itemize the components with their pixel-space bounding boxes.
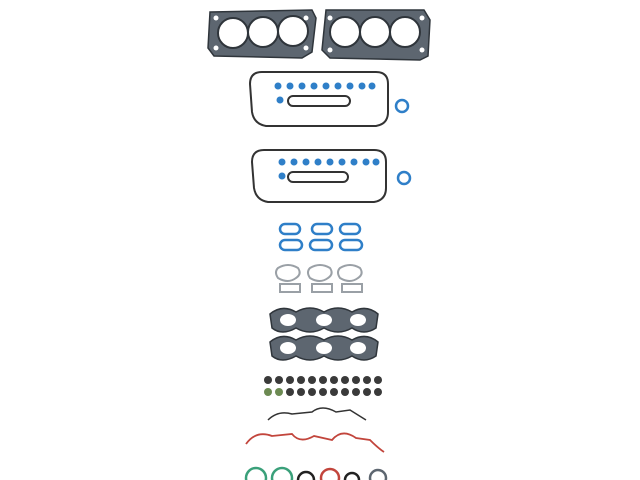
valve-cover-gasket-top bbox=[248, 71, 389, 127]
head-gasket-left bbox=[207, 9, 317, 59]
exhaust-gasket-bottom bbox=[269, 335, 379, 361]
valve-stem-seals bbox=[264, 376, 382, 396]
intake-gaskets-blue bbox=[278, 222, 364, 252]
spark-plug-tube-seals-bottom bbox=[278, 158, 380, 180]
o-rings-bottom bbox=[244, 466, 388, 480]
o-ring-top bbox=[394, 98, 410, 114]
head-gasket-right bbox=[321, 9, 431, 61]
exhaust-gasket-top bbox=[269, 307, 379, 333]
spark-plug-tube-seals-top bbox=[274, 82, 376, 104]
intake-gaskets-gray bbox=[275, 264, 363, 293]
o-ring-middle bbox=[396, 170, 412, 186]
front-cover-gasket-red bbox=[245, 432, 385, 453]
valve-cover-gasket-bottom bbox=[250, 149, 387, 203]
front-cover-gasket-dark bbox=[267, 407, 367, 421]
